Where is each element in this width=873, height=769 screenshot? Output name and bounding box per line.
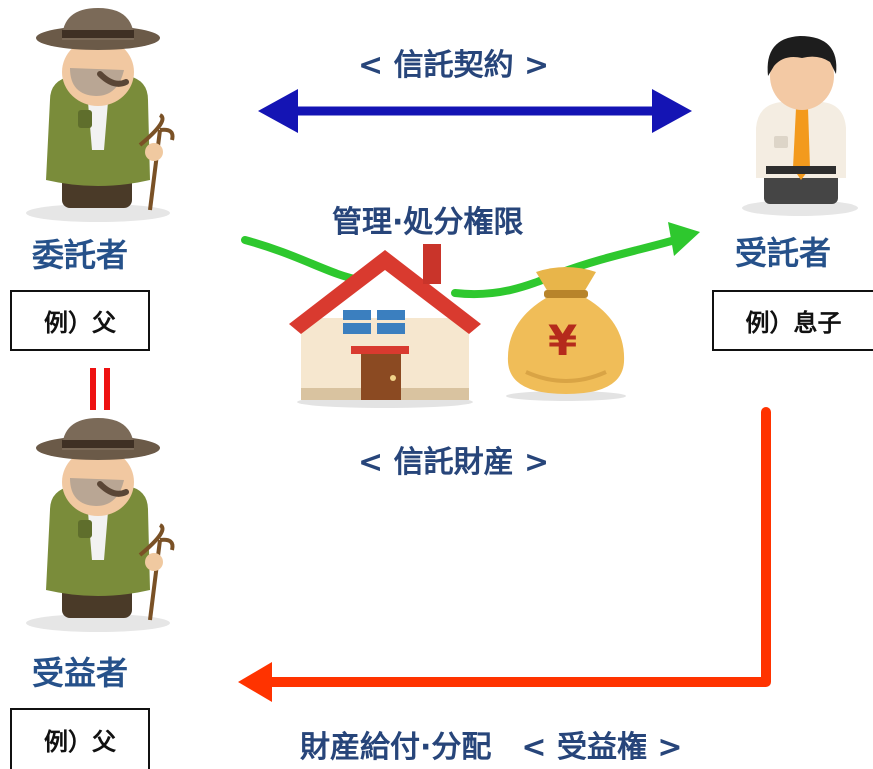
- yen-symbol: ¥: [548, 316, 578, 365]
- beneficiary-role-label: 受益者: [32, 654, 129, 692]
- benefit-label: 財産給付·分配 < 受益権 >: [300, 730, 683, 765]
- settlor-figure-icon: [26, 8, 175, 222]
- rights-label: 管理·処分権限: [332, 205, 524, 240]
- trustee-role-label: 受託者: [735, 234, 832, 272]
- beneficiary-figure-icon: [26, 418, 175, 632]
- trustee-figure-icon: [742, 36, 858, 216]
- property-label: < 信託財産 >: [358, 445, 550, 480]
- trustee-example-box: 例）息子: [712, 290, 873, 351]
- money-bag-icon: [506, 267, 626, 401]
- beneficiary-example-box: 例）父: [10, 708, 150, 769]
- equals-mark-icon: [90, 368, 110, 410]
- house-icon: [289, 244, 481, 408]
- contract-label: < 信託契約 >: [358, 48, 550, 83]
- settlor-role-label: 委託者: [32, 236, 129, 274]
- settlor-example-box: 例）父: [10, 290, 150, 351]
